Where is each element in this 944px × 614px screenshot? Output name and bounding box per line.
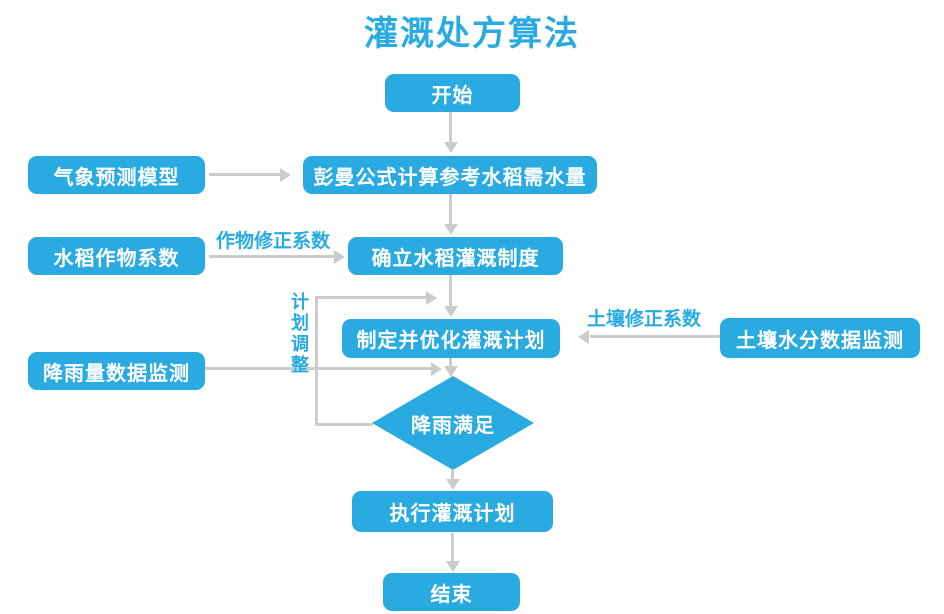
connector-penman-to-schedule — [449, 194, 452, 225]
edge-label-soil-correction: 土壤修正系数 — [586, 309, 701, 330]
node-end: 结束 — [383, 573, 520, 611]
arrow-down-icon — [444, 142, 458, 153]
connector-cropcoef-to-schedule — [209, 255, 335, 258]
arrow-down-icon — [444, 224, 458, 235]
edge-label-crop-correction: 作物修正系数 — [215, 231, 330, 252]
arrow-right-icon — [426, 291, 437, 305]
connector-plan-to-decision — [449, 358, 452, 367]
edge-label-plan-adjustment: 计划调整 — [289, 292, 309, 376]
diagram-title: 灌溉处方算法 — [364, 15, 580, 53]
connector-soil-to-plan — [590, 335, 720, 338]
arrow-down-icon — [444, 306, 458, 317]
connector-feedback-bottom — [315, 423, 373, 426]
node-rain-decision: 降雨满足 — [372, 376, 534, 470]
node-execute-plan: 执行灌溉计划 — [352, 491, 553, 532]
connector-execute-to-end — [451, 533, 454, 562]
node-start: 开始 — [385, 74, 520, 112]
arrow-left-icon — [578, 330, 589, 344]
arrow-right-icon — [431, 362, 442, 376]
connector-feedback-top — [315, 296, 427, 299]
connector-weather-to-penman — [209, 173, 281, 176]
node-weather-model: 气象预测模型 — [28, 156, 205, 194]
arrow-down-icon — [446, 561, 460, 572]
node-irrigation-schedule: 确立水稻灌溉制度 — [348, 237, 563, 275]
arrow-down-icon — [444, 366, 458, 377]
connector-rainfall-to-junction — [205, 367, 432, 370]
node-soil-monitor: 土壤水分数据监测 — [720, 318, 920, 358]
connector-schedule-to-plan — [449, 275, 452, 307]
arrow-right-icon — [280, 168, 291, 182]
connector-feedback-vertical — [315, 296, 318, 426]
arrow-down-icon — [446, 479, 460, 490]
node-penman-formula: 彭曼公式计算参考水稻需水量 — [303, 156, 597, 194]
connector-start-to-penman — [449, 112, 452, 143]
node-crop-coefficient: 水稻作物系数 — [28, 237, 205, 275]
arrow-right-icon — [334, 250, 345, 264]
connector-decision-to-execute — [451, 469, 454, 480]
node-rainfall-monitor: 降雨量数据监测 — [28, 352, 205, 390]
node-optimize-plan: 制定并优化灌溉计划 — [342, 319, 560, 358]
